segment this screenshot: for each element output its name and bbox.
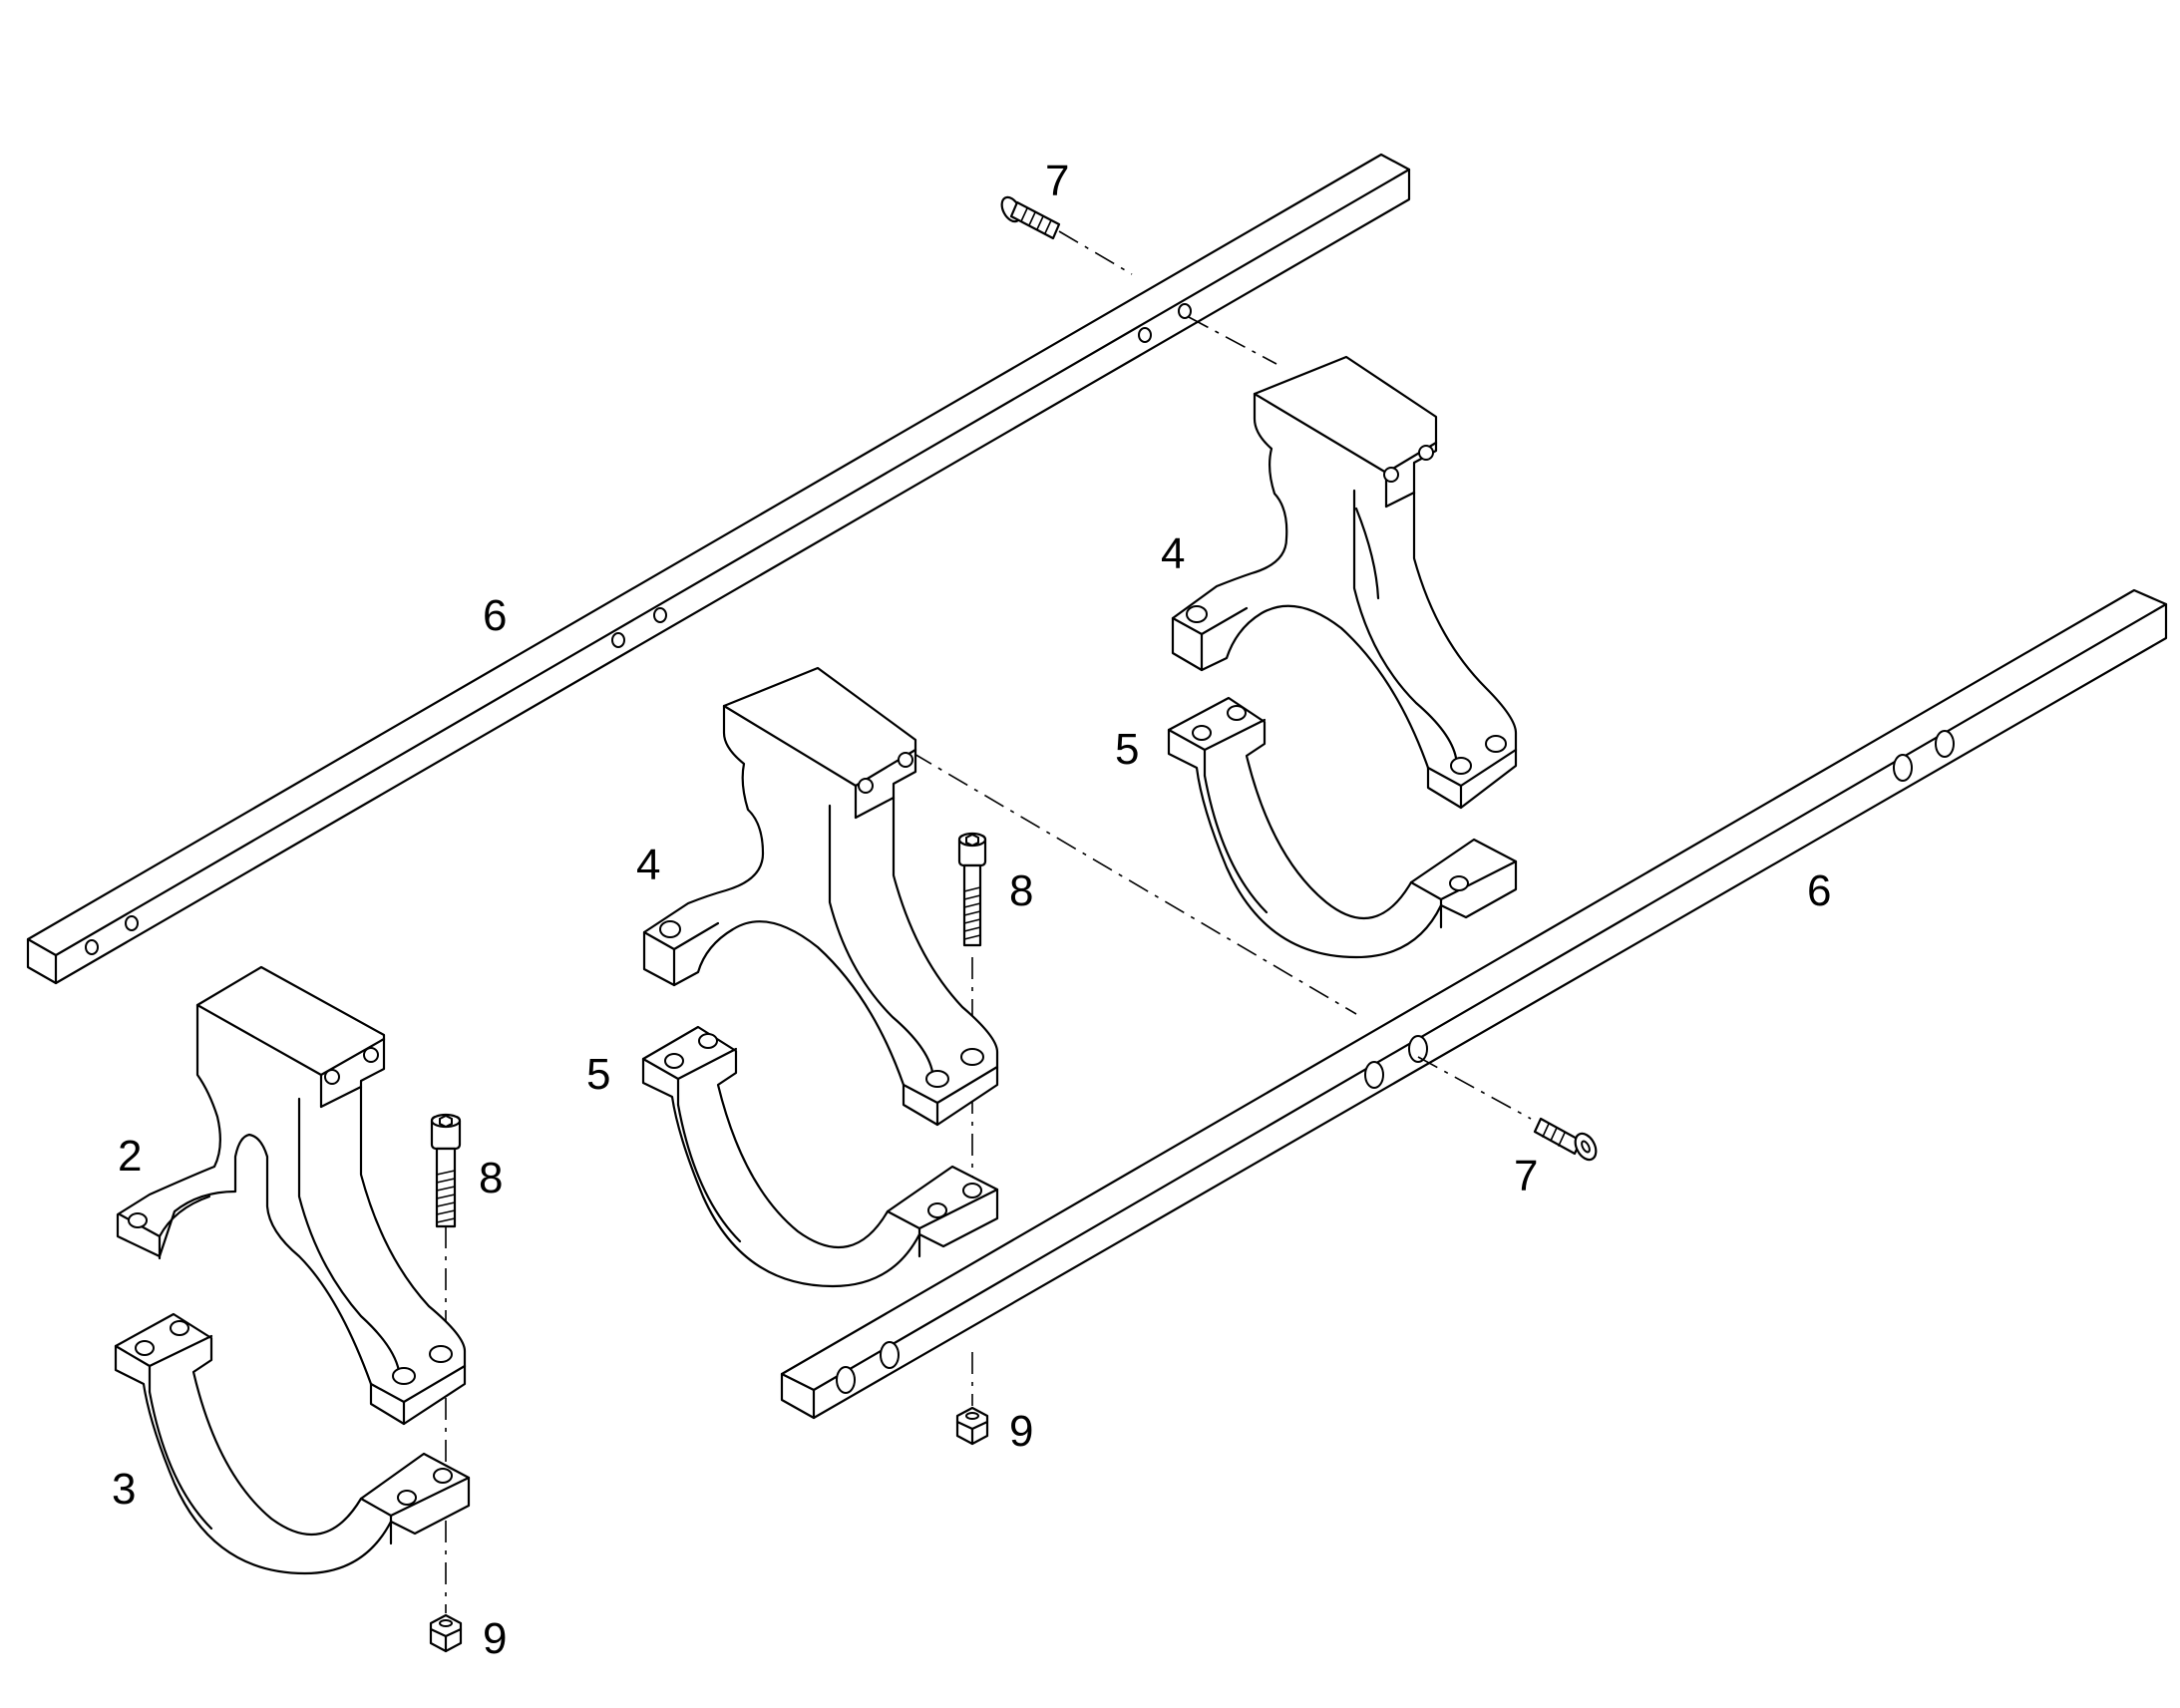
callout-2: 2 [118,1132,142,1181]
bracket-center [642,666,999,1127]
bracket-upper-right [1171,355,1518,810]
cap-upper-right [1167,696,1518,959]
screw-7-bottom [1533,1117,1598,1162]
screw-7-top [1000,195,1061,240]
bolt-8-left [430,1113,462,1228]
callout-7-bottom: 7 [1514,1152,1538,1200]
callout-5-right: 5 [1115,725,1139,774]
callout-5-center: 5 [586,1050,610,1099]
callout-3: 3 [112,1465,136,1514]
callout-9-center: 9 [1009,1407,1033,1456]
callout-6-upper: 6 [483,591,507,640]
rail-upper [26,153,1411,985]
nut-9-center [955,1406,989,1446]
cap-left [114,1312,471,1575]
rail-upper-holes [85,303,1192,955]
callout-7-top: 7 [1045,157,1069,205]
cap-center [641,1025,999,1288]
rail-lower-holes [836,730,1955,1394]
bracket-left [116,965,467,1426]
bolt-8-center [957,832,987,947]
callout-9-left: 9 [483,1614,507,1663]
callout-labels: 7 6 4 5 4 8 5 6 7 2 8 9 3 9 [112,157,1831,1663]
callout-8-left: 8 [479,1154,503,1202]
callout-8-center: 8 [1009,866,1033,915]
assembly-axes [445,230,1532,1613]
callout-4-right: 4 [1161,529,1185,578]
callout-4-center: 4 [636,841,660,889]
nut-9-left [429,1613,463,1653]
callout-6-lower: 6 [1807,866,1831,915]
rail-lower [780,588,2168,1420]
